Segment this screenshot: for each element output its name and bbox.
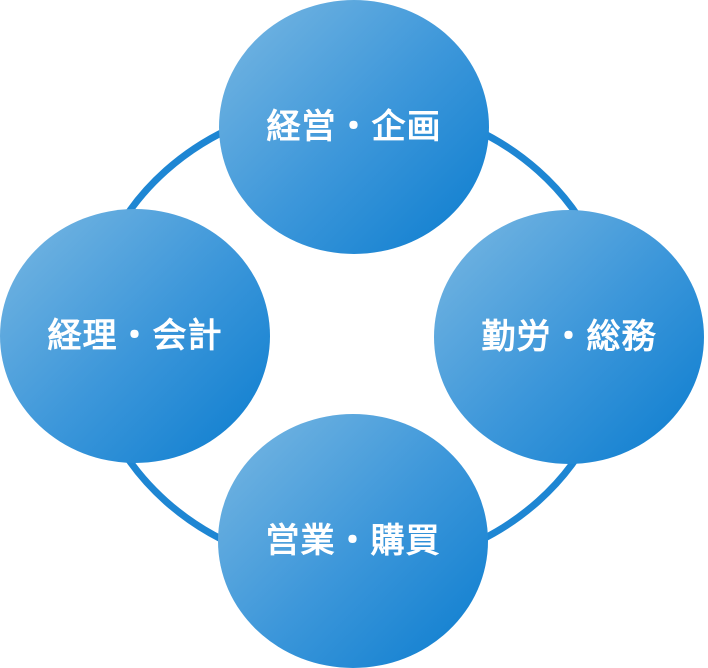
node-label-right: 勤労・総務 xyxy=(481,317,657,357)
node-label-left: 経理・会計 xyxy=(47,316,223,356)
node-label-bottom: 営業・購買 xyxy=(265,521,441,561)
node-management-planning: 経営・企画 xyxy=(219,0,489,254)
node-accounting: 経理・会計 xyxy=(0,209,270,463)
node-labor-general-affairs: 勤労・総務 xyxy=(434,210,704,464)
node-sales-purchasing: 営業・購買 xyxy=(218,414,488,668)
node-label-top: 経営・企画 xyxy=(266,107,442,147)
